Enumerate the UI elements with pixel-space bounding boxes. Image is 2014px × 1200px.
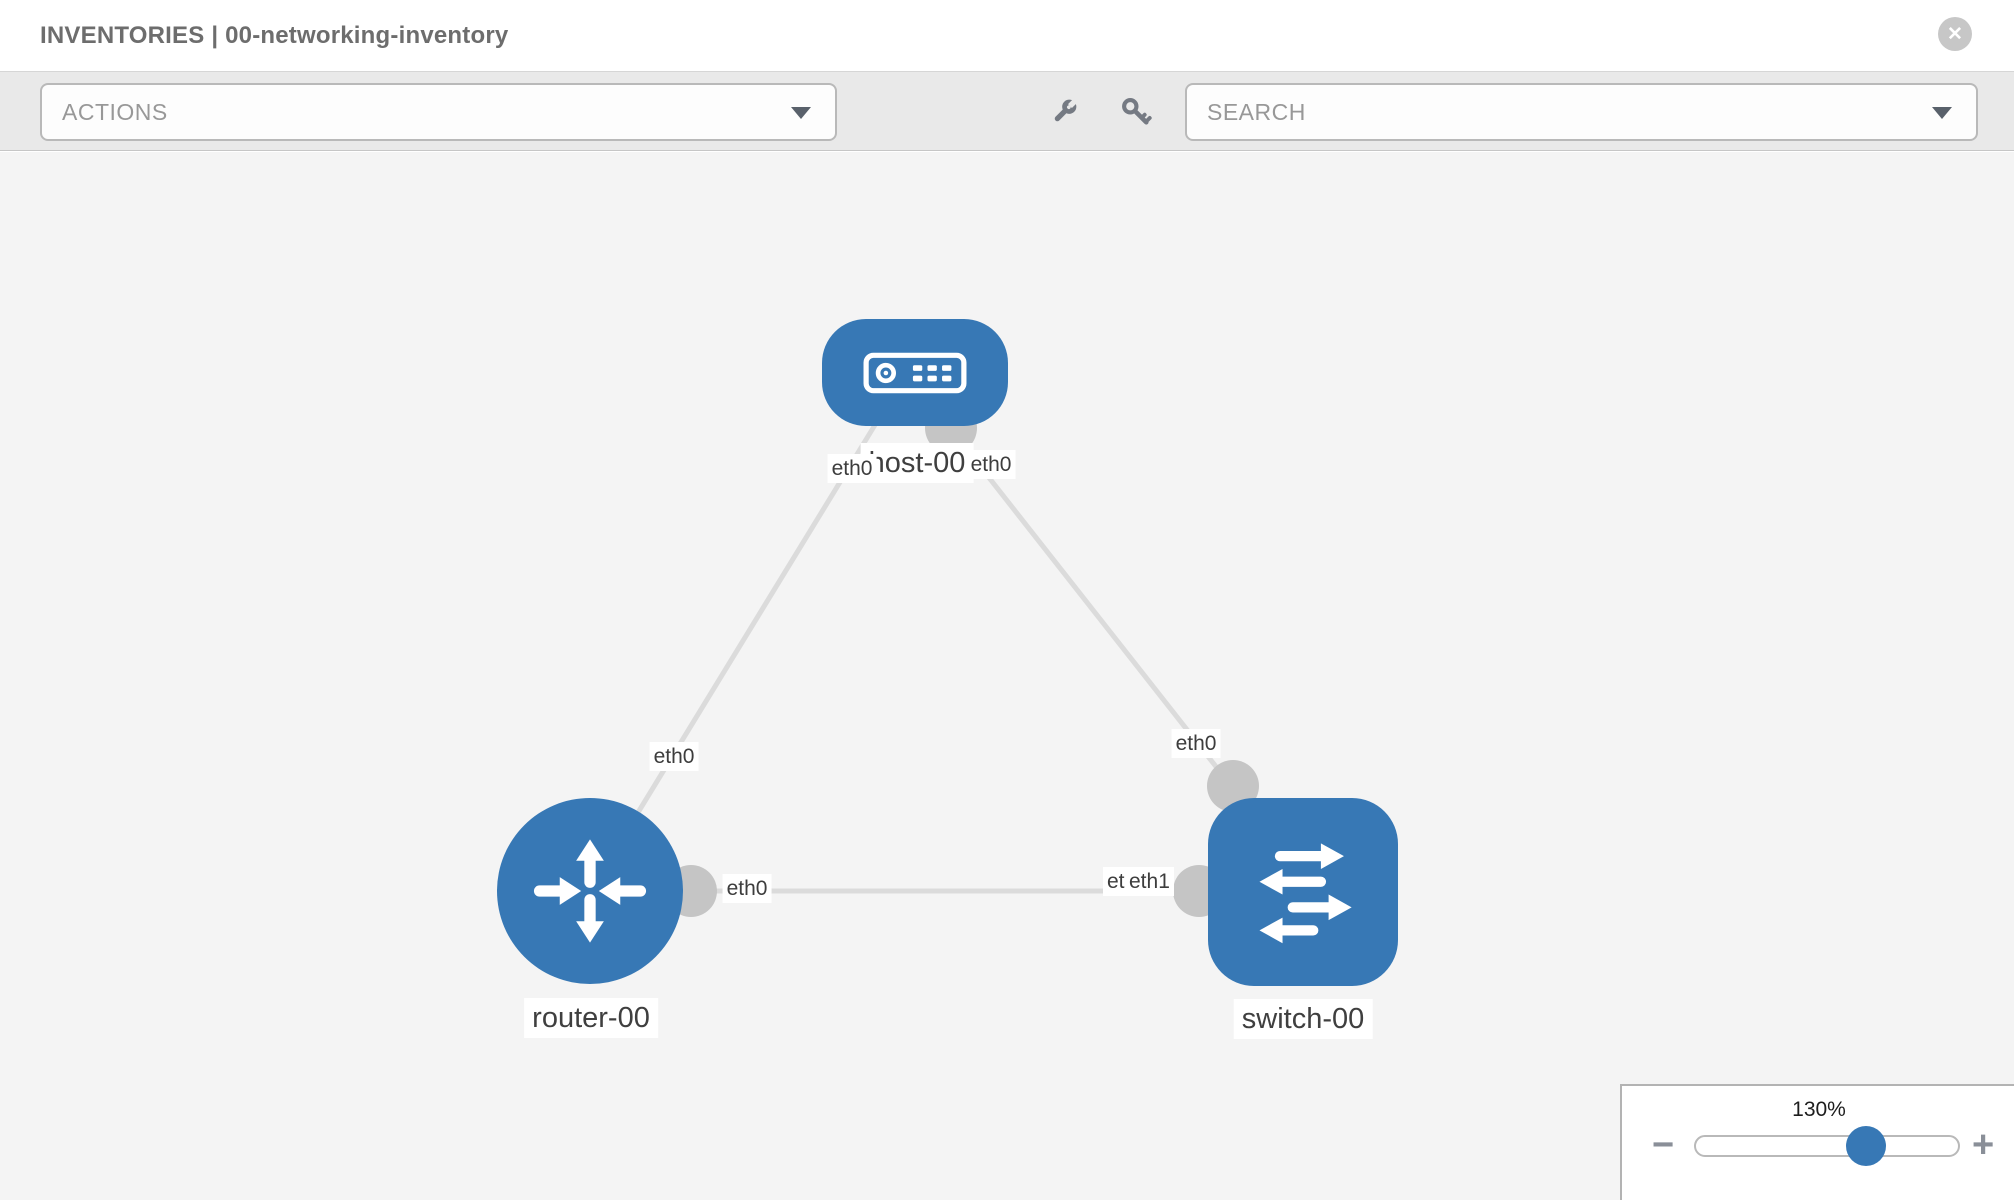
toolbar-icon-group [1048, 72, 1152, 151]
zoom-slider-handle[interactable] [1846, 1126, 1886, 1166]
zoom-out-button[interactable]: − [1652, 1124, 1675, 1166]
node-switch[interactable] [1208, 798, 1398, 986]
breadcrumb-header: INVENTORIES | 00-networking-inventory ✕ [0, 0, 2014, 72]
actions-dropdown[interactable]: ACTIONS [40, 83, 837, 141]
switch-icon [1259, 843, 1352, 944]
search-dropdown[interactable]: SEARCH [1185, 83, 1978, 141]
node-host[interactable] [822, 319, 1008, 426]
links-layer [587, 402, 1259, 917]
interface-label-eth0: eth0 [827, 454, 877, 483]
chevron-down-icon [1932, 107, 1952, 119]
close-icon[interactable]: ✕ [1938, 17, 1972, 51]
interface-label-eth0: eth0 [722, 874, 772, 903]
zoom-in-button[interactable]: + [1972, 1124, 1995, 1166]
node-router[interactable] [497, 798, 683, 984]
node-label-router: router-00 [524, 998, 658, 1038]
server-icon [863, 352, 967, 393]
toolbar: ACTIONS SEARCH [0, 72, 2014, 151]
interface-label-eth0: eth0 [1171, 729, 1221, 758]
zoom-level-value: 130% [1792, 1098, 1846, 1121]
wrench-icon[interactable] [1048, 96, 1080, 128]
page-title: INVENTORIES | 00-networking-inventory [40, 21, 509, 49]
link-host-switch[interactable] [948, 426, 1234, 789]
search-dropdown-label: SEARCH [1207, 98, 1306, 125]
interface-label-eth1: eth1 [1125, 867, 1174, 896]
interface-label-eth0: eth0 [966, 450, 1016, 479]
key-icon[interactable] [1120, 96, 1152, 128]
chevron-down-icon [791, 107, 811, 119]
actions-dropdown-label: ACTIONS [62, 98, 168, 125]
zoom-panel: 130% − + [1620, 1084, 2014, 1200]
node-label-switch: switch-00 [1233, 999, 1373, 1039]
topology-canvas[interactable]: host-00 router-00 switch-00 eth0 eth0 et… [0, 152, 2014, 1200]
interface-label-eth0: eth0 [649, 742, 699, 771]
node-label-host: host-00 [860, 443, 974, 483]
zoom-slider[interactable] [1694, 1126, 1960, 1166]
router-icon [533, 839, 647, 943]
